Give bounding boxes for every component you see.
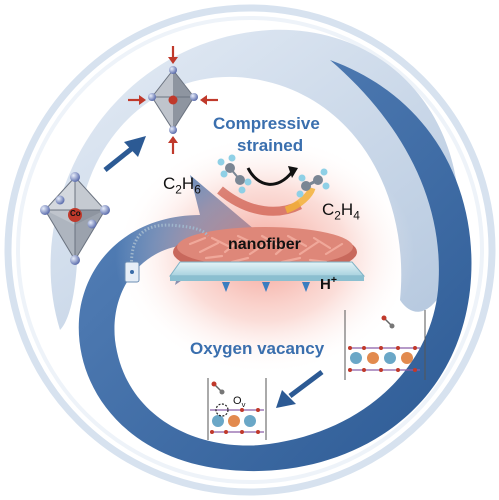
ethane-label: C2H6 (163, 174, 201, 197)
ethylene-molecule-icon (296, 168, 330, 198)
compressive-label: Compressive (213, 114, 320, 133)
ethylene-label: C2H4 (322, 200, 360, 223)
crystal-lattice-icon (344, 310, 426, 380)
large-octahedron-icon (40, 172, 110, 265)
reaction-arrow-icon (217, 166, 316, 216)
vacancy-lattice-icon (207, 378, 267, 440)
vacancy-site (215, 403, 229, 417)
ethane-molecule-icon (217, 154, 252, 194)
transition-arrow-icon (103, 136, 146, 172)
light-swirl-band (50, 29, 460, 331)
vacancy-symbol-label: Ov (233, 395, 246, 410)
nanofiber-label: nanofiber (228, 236, 301, 253)
strained-label: strained (237, 136, 304, 155)
oxygen-vacancy-label: Oxygen vacancy (190, 339, 325, 358)
electrode-wire-icon (124, 223, 210, 283)
outer-ring (4, 4, 496, 496)
proton-label: H+ (320, 274, 337, 293)
membrane-plate (169, 261, 366, 292)
cobalt-label: Co (70, 209, 81, 218)
compressed-octahedron-icon (148, 66, 198, 134)
vacancy-arrow-icon (276, 370, 324, 408)
compression-arrow-icon (128, 46, 218, 154)
